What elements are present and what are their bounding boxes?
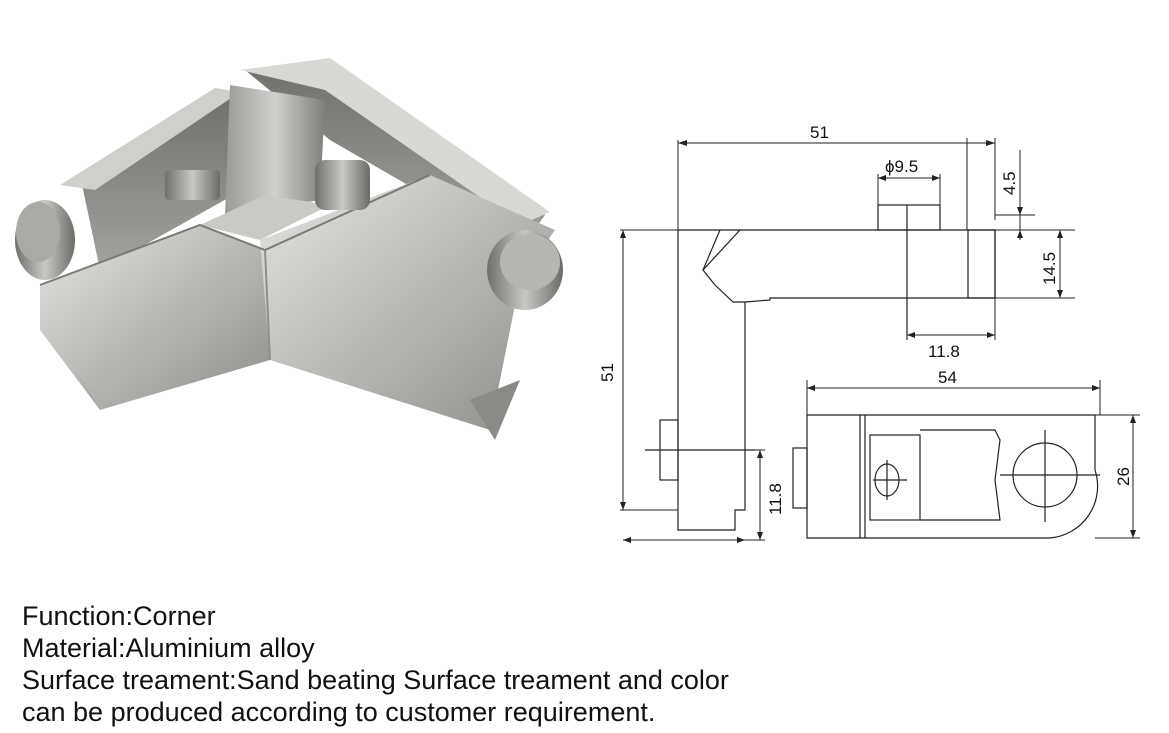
dim-top-offset: 4.5 — [1000, 171, 1019, 195]
corner-connector-photo — [15, 58, 563, 440]
dim-hole-diameter: ϕ9.5 — [885, 157, 918, 176]
spec-surface-line1: Surface treament:Sand beating Surface tr… — [22, 665, 729, 695]
plan-view-outline — [792, 414, 1100, 539]
dim-top-width: 51 — [810, 123, 829, 142]
dim-hole-offset: 11.8 — [928, 342, 960, 361]
spec-function: Function:Corner — [22, 601, 216, 631]
connector-body — [15, 58, 563, 440]
dim-plate-length: 54 — [938, 368, 957, 387]
dimension-lines — [620, 138, 1140, 541]
product-specification: Function:Corner Material:Aluminium alloy… — [22, 600, 729, 728]
technical-drawing: 51 ϕ9.5 4.5 14.5 11.8 51 11.8 54 26 — [598, 123, 1140, 543]
spec-surface-line2: can be produced according to customer re… — [22, 697, 656, 727]
dim-plate-width: 26 — [1114, 467, 1133, 486]
dim-bottom-offset: 11.8 — [766, 483, 785, 515]
dimension-arrowheads — [620, 140, 1136, 543]
spec-material: Material:Aluminium alloy — [22, 633, 315, 663]
dim-left-height: 51 — [598, 363, 617, 382]
dim-arm-height: 14.5 — [1040, 252, 1059, 285]
